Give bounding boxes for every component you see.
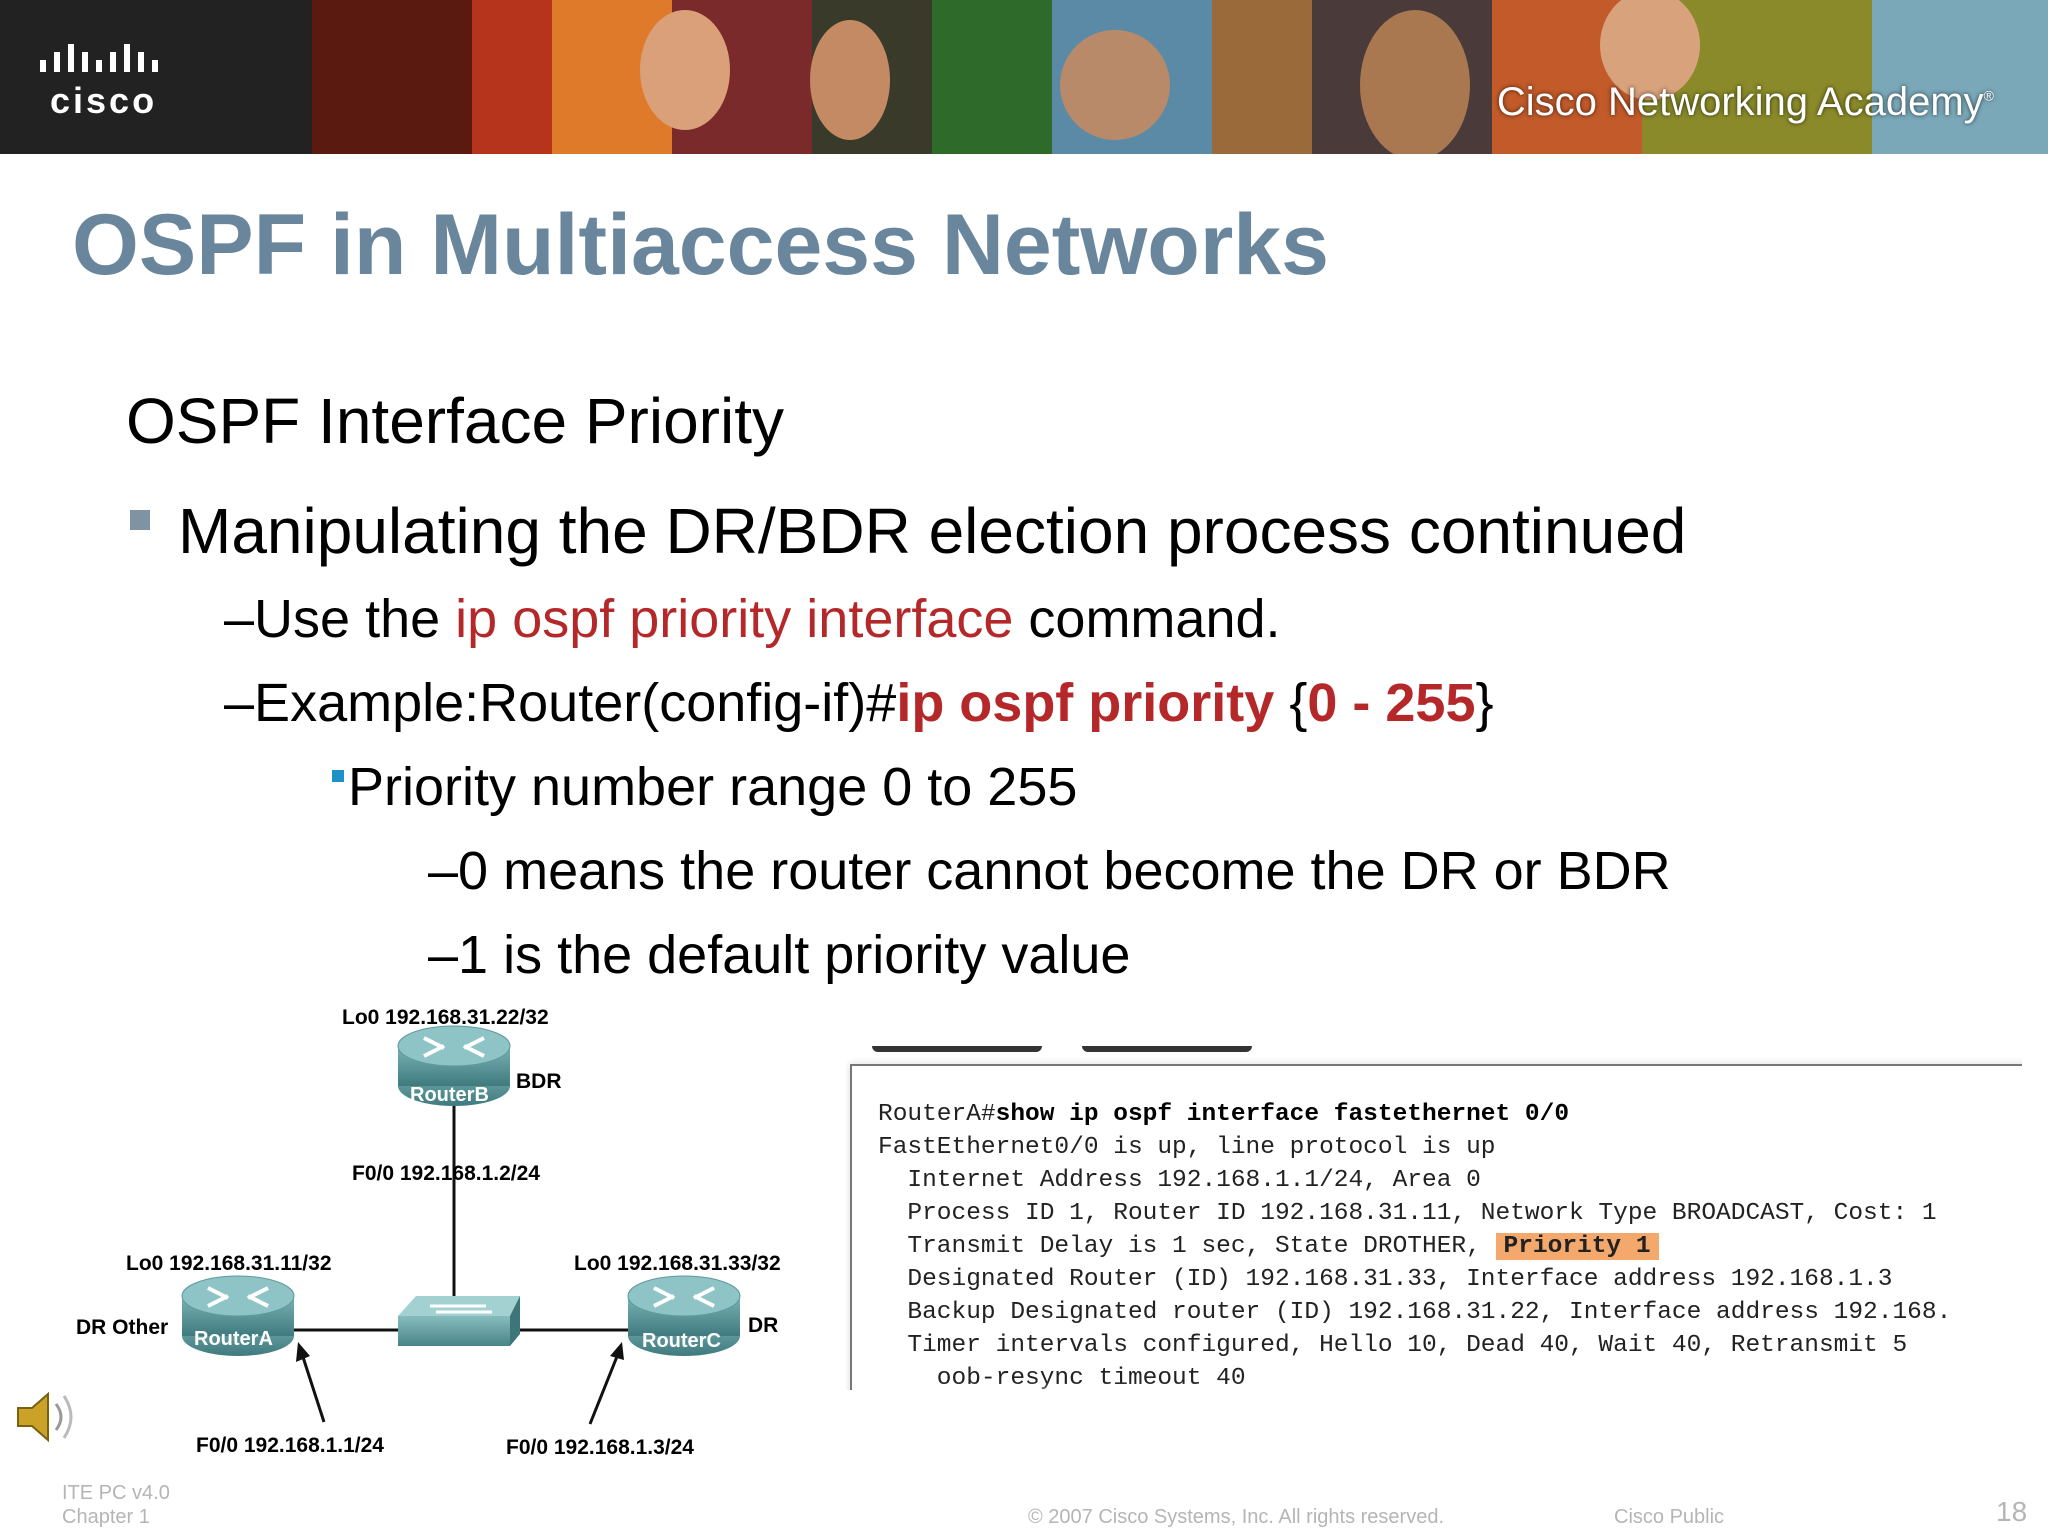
sub-sub-bullet-item: Priority number range 0 to 255 [332,756,1077,818]
terminal-command: show ip ospf interface fastethernet 0/0 [995,1101,1570,1128]
router-a-role: DR Other [76,1316,169,1339]
router-c-interface: F0/0 192.168.1.3/24 [506,1436,694,1459]
footer-classification: Cisco Public [1614,1506,1725,1528]
square-bullet-icon [130,510,150,530]
terminal-command-line: RouterA#show ip ospf interface fastether… [878,1098,2022,1131]
page-number: 18 [1996,1496,2028,1527]
router-b-interface: F0/0 192.168.1.2/24 [352,1162,540,1185]
terminal-window: RouterA#show ip ospf interface fastether… [850,1064,2022,1390]
pointer-arrow [300,1353,326,1423]
photo-face [1600,0,1700,100]
router-a-interface: F0/0 192.168.1.1/24 [196,1434,384,1457]
speaker-icon[interactable] [14,1386,84,1448]
router-b-role: BDR [516,1070,562,1093]
terminal-text: RouterA#show ip ospf interface fastether… [878,1098,2022,1390]
sub-bullet-item: –0 means the router cannot become the DR… [428,840,1671,902]
command-text: ip ospf priority interface [455,589,1014,649]
text-segment: } [1475,673,1494,733]
router-a-icon [181,1275,295,1356]
text-segment: Example:Router(config-if)# [254,673,897,733]
text-segment: { [1274,673,1308,733]
router-c-role: DR [748,1314,779,1337]
router-a-loopback: Lo0 192.168.31.11/32 [126,1252,332,1275]
pointer-arrow [588,1353,620,1425]
header-banner: cisco Cisco Networking Academy® [0,0,2048,154]
academy-title: Cisco Networking Academy® [1497,80,1994,125]
cisco-bars-icon [40,44,158,72]
topology-drawing [181,1025,741,1425]
terminal-line: Internet Address 192.168.1.1/24, Area 0 [878,1167,1481,1194]
sub-bullet-item: –Example:Router(config-if)#ip ospf prior… [224,672,1494,734]
footer-course: ITE PC v4.0 [62,1482,170,1504]
command-text: ip ospf priority [896,673,1275,733]
terminal-line: Transmit Delay is 1 sec, State DROTHER, … [878,1230,2022,1263]
terminal-text-segment: Transmit Delay is 1 sec, State DROTHER, [878,1233,1496,1260]
router-c-loopback: Lo0 192.168.31.33/32 [574,1252,781,1275]
banner-photo-strip [472,0,552,154]
dash-marker: – [428,925,459,985]
router-c-icon [627,1275,741,1356]
arrow-head-icon [610,1342,624,1360]
registered-mark: ® [1983,87,1994,104]
router-c-name: RouterC [642,1330,721,1352]
switch-icon [398,1296,520,1346]
cisco-logo: cisco [0,0,312,154]
terminal-line: Designated Router (ID) 192.168.31.33, In… [878,1266,1893,1293]
dash-marker: – [428,841,459,901]
router-b-icon [397,1025,511,1106]
priority-highlight: Priority 1 [1495,1233,1659,1260]
bullet-text: 0 means the router cannot become the DR … [458,841,1671,901]
banner-photo-strip [312,0,472,154]
bullet-text: Manipulating the DR/BDR election process… [178,495,1687,567]
terminal-output-panel: RouterA#show ip ospf interface fastether… [846,1046,2022,1390]
router-a-name: RouterA [194,1328,273,1350]
photo-face [1360,10,1470,154]
arrow-head-icon [296,1342,310,1362]
photo-face [640,10,730,130]
academy-text: Cisco Networking Academy [1496,80,1984,124]
router-b-loopback: Lo0 192.168.31.22/32 [342,1006,549,1029]
banner-photo-strip [1212,0,1312,154]
photo-face [1060,30,1170,140]
terminal-tab [872,1046,1042,1052]
network-diagram: Lo0 192.168.31.22/32 RouterB BDR F0/0 19… [0,990,830,1470]
slide-title: OSPF in Multiaccess Networks [72,197,1329,293]
terminal-fade [852,1382,2022,1390]
sub-bullet-item: –1 is the default priority value [428,924,1130,986]
banner-photo-strip [1872,0,2048,154]
footer-copyright: © 2007 Cisco Systems, Inc. All rights re… [1028,1506,1445,1528]
terminal-line: Backup Designated router (ID) 192.168.31… [878,1299,1952,1326]
photo-face [810,20,890,140]
banner-photo-strip [932,0,1052,154]
terminal-prompt: RouterA# [878,1101,996,1128]
range-text: 0 - 255 [1307,673,1476,733]
text-segment: command. [1013,589,1281,649]
terminal-tab [1082,1046,1252,1052]
slide-subtitle: OSPF Interface Priority [126,385,784,457]
dash-marker: – [224,589,255,649]
terminal-line: FastEthernet0/0 is up, line protocol is … [878,1134,1496,1161]
cisco-wordmark: cisco [50,80,158,121]
square-bullet-icon [332,770,344,782]
dash-marker: – [224,673,255,733]
footer-chapter: Chapter 1 [62,1506,150,1528]
terminal-line: Process ID 1, Router ID 192.168.31.11, N… [878,1200,1937,1227]
bullet-text: 1 is the default priority value [458,925,1131,985]
text-segment: Use the [254,589,456,649]
sub-bullet-item: –Use the ip ospf priority interface comm… [224,588,1281,650]
router-b-name: RouterB [410,1084,489,1106]
bullet-text: Priority number range 0 to 255 [348,757,1078,817]
terminal-line: Timer intervals configured, Hello 10, De… [878,1332,1908,1359]
